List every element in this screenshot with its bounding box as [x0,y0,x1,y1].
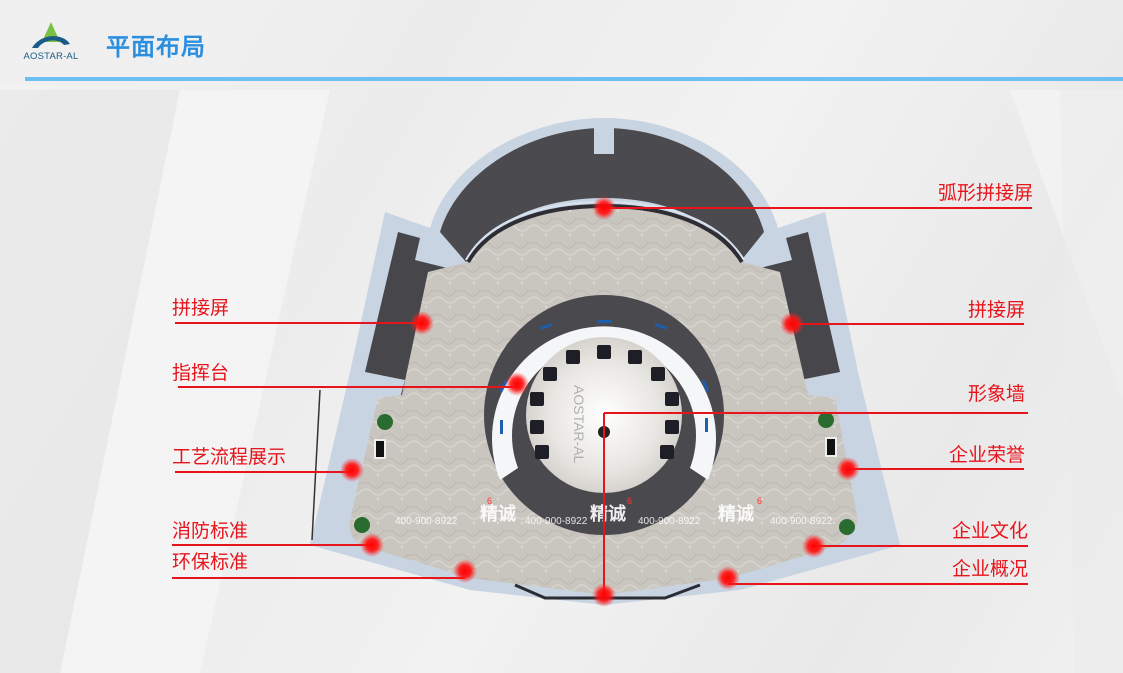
logo-mark-icon [32,22,70,48]
page-title: 平面布局 [106,33,206,61]
watermark-brand-1: 精诚 [480,503,516,524]
watermark-badge-2: 6 [627,496,632,506]
watermark-phone-4: 400-900-8922 [770,516,833,527]
watermark-brand-2: 精诚 [590,503,626,524]
company-logo: AOSTAR-AL [18,20,84,64]
logo-text: AOSTAR-AL [23,51,79,62]
callout-left-screen: 拼接屏 [172,297,230,319]
callout-right-screen: 拼接屏 [967,299,1025,321]
watermarks: 400-900-8922 精诚 6 400-900-8922 精诚 6 400-… [395,496,833,527]
watermark-badge-1: 6 [487,496,492,506]
watermark-badge-3: 6 [757,496,762,506]
center-logo-text: AOSTAR-AL [571,385,587,464]
watermark-phone-2: 400-900-8922 [525,516,588,527]
watermark-brand-3: 精诚 [718,503,754,524]
callout-env-standard: 环保标准 [172,551,249,573]
watermark-phone-3: 400-900-8922 [638,516,701,527]
decor-plants [354,412,855,535]
title-divider [25,77,1123,81]
arc-screen-area [440,128,764,262]
callout-image-wall: 形象墙 [967,383,1025,405]
callout-process-display: 工艺流程展示 [172,446,287,468]
watermark-phone-1: 400-900-8922 [395,516,458,527]
callout-honors: 企业荣誉 [948,444,1025,466]
callout-culture: 企业文化 [951,520,1028,542]
callout-arc-screen: 弧形拼接屏 [937,182,1033,204]
callout-fire-standard: 消防标准 [172,520,249,542]
callout-overview: 企业概况 [951,558,1028,580]
callout-command-console: 指挥台 [172,362,230,384]
kiosks [374,437,837,459]
command-console: AOSTAR-AL [484,295,724,535]
